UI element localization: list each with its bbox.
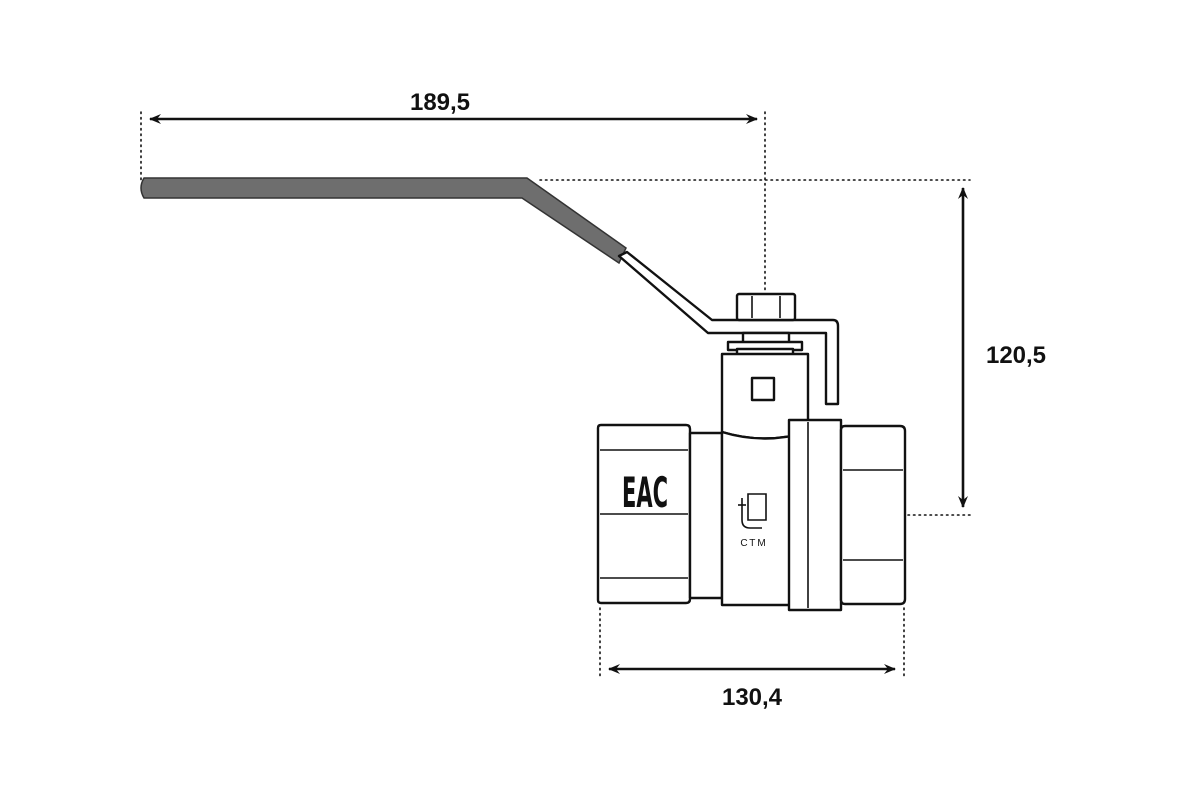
stop-square-icon — [750, 376, 776, 402]
handle-grip — [140, 177, 627, 265]
extension-lines — [140, 111, 971, 677]
right-hex-end — [839, 424, 907, 606]
handle-length-label: 189,5 — [410, 89, 470, 116]
stem-nut — [726, 292, 804, 357]
lever-handle — [140, 177, 840, 406]
dimension-handle-length: 189,5 — [149, 89, 758, 124]
dimension-total-height: 120,5 — [958, 187, 1046, 508]
dimension-body-length: 130,4 — [608, 664, 896, 711]
eac-certification-mark: EAC — [622, 468, 668, 517]
brand-logo-icon — [738, 493, 767, 529]
total-height-label: 120,5 — [986, 342, 1046, 369]
body-length-label: 130,4 — [722, 684, 783, 711]
valve-body — [596, 418, 907, 612]
brand-label: СТМ — [740, 538, 767, 549]
handle-steel — [617, 250, 840, 406]
